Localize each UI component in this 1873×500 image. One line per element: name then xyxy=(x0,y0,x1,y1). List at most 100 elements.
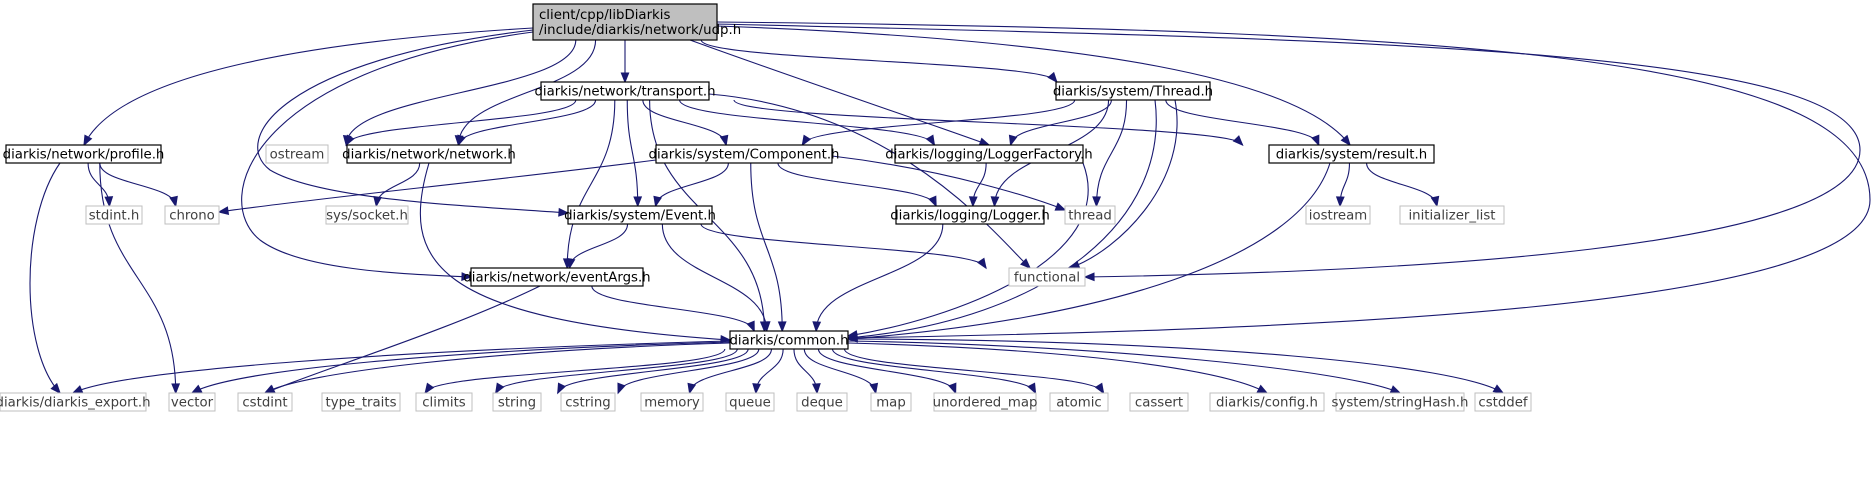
node-initlist: initializer_list xyxy=(1399,205,1505,225)
node-label: diarkis/system/Component.h xyxy=(649,148,840,163)
node-event[interactable]: diarkis/system/Event.h xyxy=(564,205,716,225)
edge-transport-to-event xyxy=(626,99,643,208)
node-cstdint: cstdint xyxy=(237,392,293,412)
node-ostream: ostream xyxy=(265,144,329,164)
node-label: sys/socket.h xyxy=(326,209,408,224)
edge-common-to-config xyxy=(847,342,1269,394)
node-label: cassert xyxy=(1135,396,1183,411)
node-cstddef: cstddef xyxy=(1474,392,1532,412)
node-label: diarkis/system/result.h xyxy=(1276,148,1427,163)
node-label: diarkis/network/eventArgs.h xyxy=(463,271,650,286)
edge-common-to-cstdint xyxy=(263,342,731,394)
edge-root-to-transport xyxy=(620,40,630,84)
node-loggerfactory[interactable]: diarkis/logging/LoggerFactory.h xyxy=(885,144,1093,164)
node-label: diarkis/logging/Logger.h xyxy=(890,209,1050,224)
edge-component-to-common xyxy=(750,162,787,333)
node-unordered-map: unordered_map xyxy=(933,392,1037,412)
edge-root-to-profile xyxy=(83,27,534,147)
node-cassert: cassert xyxy=(1129,392,1189,412)
edge-transport-to-ostream xyxy=(345,99,577,147)
node-memory: memory xyxy=(640,392,704,412)
edge-common-to-unordered_map xyxy=(817,348,957,395)
edge-network-to-socket xyxy=(373,162,421,208)
edge-event-to-functional xyxy=(700,223,987,270)
node-label: diarkis/network/profile.h xyxy=(3,148,165,163)
node-label: diarkis/system/Thread.h xyxy=(1053,85,1213,100)
node-label: diarkis/network/transport.h xyxy=(534,85,715,100)
edge-common-to-cstddef xyxy=(847,338,1505,394)
edge-profile-to-vector xyxy=(99,162,181,395)
node-stringhash: system/stringHash.h xyxy=(1332,392,1469,412)
edge-profile-to-chrono xyxy=(99,162,178,208)
edge-common-to-cstring xyxy=(617,348,760,395)
edge-common-to-cassert xyxy=(843,348,1105,395)
node-label: system/stringHash.h xyxy=(1332,396,1469,411)
node-result[interactable]: diarkis/system/result.h xyxy=(1268,144,1435,164)
node-profile[interactable]: diarkis/network/profile.h xyxy=(3,144,165,164)
edge-common-to-atomic xyxy=(831,348,1037,395)
edge-common-to-deque xyxy=(793,348,821,395)
node-root[interactable]: client/cpp/libDiarkis/include/diarkis/ne… xyxy=(532,3,741,41)
node-label: diarkis/common.h xyxy=(729,334,848,349)
node-label: diarkis/system/Event.h xyxy=(564,209,716,224)
edge-common-to-vector xyxy=(190,341,731,394)
edge-common-to-climits xyxy=(494,348,738,395)
edge-transport-to-result xyxy=(733,99,1244,147)
edge-root-to-eventargs xyxy=(241,31,534,282)
edge-component-to-chrono xyxy=(217,159,657,215)
edge-component-to-logger xyxy=(777,162,937,208)
edge-common-to-map xyxy=(803,348,879,395)
edge-root-to-loggerfactory xyxy=(689,39,991,146)
edge-common-to-type_traits xyxy=(424,348,726,395)
node-common[interactable]: diarkis/common.h xyxy=(729,330,849,350)
node-map: map xyxy=(870,392,912,412)
edge-component-to-thread xyxy=(831,155,1067,211)
node-functional: functional xyxy=(1008,267,1086,287)
node-label: deque xyxy=(801,396,843,411)
edge-profile-to-export xyxy=(29,162,61,395)
node-thread-h[interactable]: diarkis/system/Thread.h xyxy=(1053,81,1213,101)
node-label: cstdint xyxy=(242,396,287,411)
edge-root-to-functional xyxy=(716,23,1861,282)
node-export: diarkis/diarkis_export.h xyxy=(0,392,151,412)
node-network[interactable]: diarkis/network/network.h xyxy=(342,144,516,164)
edge-component-to-event xyxy=(653,162,729,208)
edge-event-to-common xyxy=(661,223,771,333)
node-label: cstring xyxy=(565,396,610,411)
node-label: ostream xyxy=(270,148,325,163)
edge-eventargs-to-common xyxy=(591,285,755,333)
node-component[interactable]: diarkis/system/Component.h xyxy=(649,144,840,164)
edge-thread_h-to-thread xyxy=(1092,99,1128,208)
root-label-line-2: /include/diarkis/network/udp.h xyxy=(539,23,741,38)
edge-root-to-result xyxy=(716,25,1351,147)
node-eventargs[interactable]: diarkis/network/eventArgs.h xyxy=(463,267,651,287)
node-label: diarkis/logging/LoggerFactory.h xyxy=(885,148,1092,163)
edge-thread_h-to-component xyxy=(801,99,1076,147)
node-stdint: stdint.h xyxy=(85,205,143,225)
node-label: map xyxy=(876,396,906,411)
node-logger[interactable]: diarkis/logging/Logger.h xyxy=(890,205,1050,225)
edge-transport-to-functional xyxy=(708,93,1032,270)
edge-root-to-thread_h xyxy=(700,39,1058,84)
edge-root-to-event xyxy=(257,29,570,217)
node-label: initializer_list xyxy=(1408,209,1495,224)
root-label-line-1: client/cpp/libDiarkis xyxy=(539,8,670,23)
edge-result-to-initlist xyxy=(1366,162,1440,208)
dependency-edges xyxy=(29,21,1871,395)
node-label: memory xyxy=(644,396,700,411)
edge-result-to-common xyxy=(846,162,1331,343)
edge-logger-to-common xyxy=(812,223,944,333)
node-label: diarkis/network/network.h xyxy=(342,148,516,163)
edge-root-to-common xyxy=(716,21,1871,343)
node-label: diarkis/diarkis_export.h xyxy=(0,396,151,411)
node-label: functional xyxy=(1014,271,1080,286)
node-label: chrono xyxy=(169,209,215,224)
edge-common-to-string xyxy=(557,348,749,395)
edge-transport-to-loggerfactory xyxy=(679,99,936,147)
node-transport[interactable]: diarkis/network/transport.h xyxy=(534,81,716,101)
node-atomic: atomic xyxy=(1049,392,1109,412)
node-type-traits: type_traits xyxy=(321,392,401,412)
node-cstring: cstring xyxy=(560,392,616,412)
edge-thread_h-to-loggerfactory xyxy=(1008,99,1112,147)
